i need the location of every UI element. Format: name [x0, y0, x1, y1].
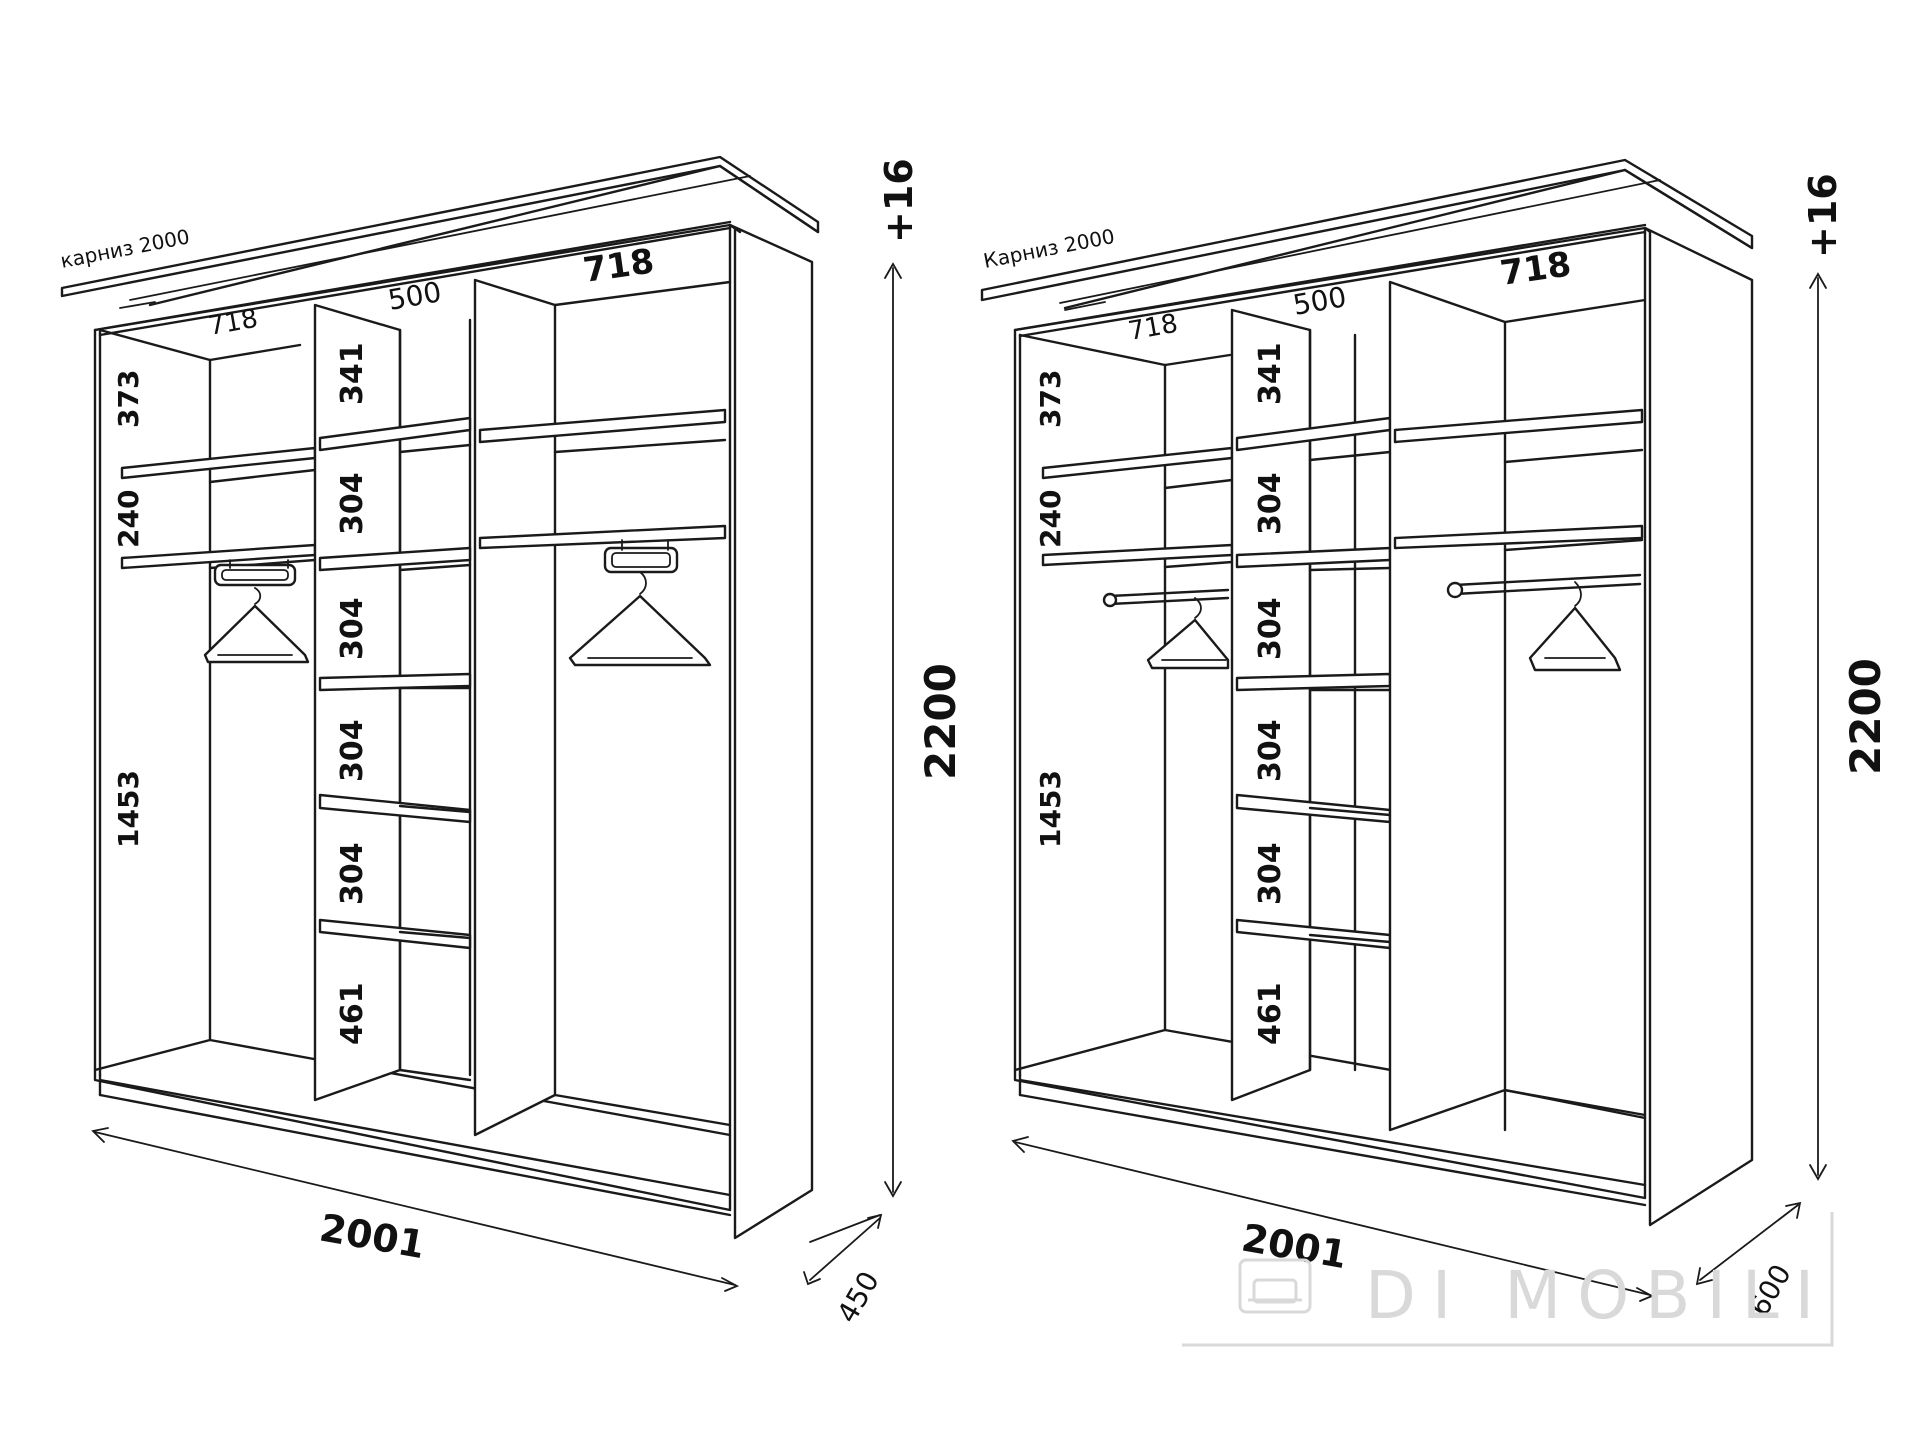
height-dimension [884, 262, 902, 1198]
height-label-1453: 1453 [112, 770, 145, 848]
left-cornice [60, 155, 820, 309]
right-left-shelves [1041, 446, 1234, 569]
left-pullout-rail-2 [603, 539, 679, 574]
height-label-240: 240 [1034, 490, 1067, 548]
height-label-304-c: 304 [335, 719, 370, 782]
width-label-3: 718 [1498, 244, 1574, 293]
height-label-304-a: 304 [335, 472, 370, 535]
height-label-341: 341 [335, 342, 370, 405]
width-label-3: 718 [581, 241, 657, 290]
height-label: 2200 [1841, 658, 1890, 775]
height-label-304-d: 304 [335, 842, 370, 905]
height-label-341: 341 [1253, 342, 1288, 405]
height-dimension [1809, 272, 1827, 1181]
width-label: 2001 [316, 1206, 428, 1268]
hanger-icon [203, 587, 310, 664]
depth-dimension [803, 1213, 883, 1286]
right-middle-shelves [1235, 328, 1392, 1072]
right-right-compartment [1393, 298, 1647, 1132]
right-carcass [1013, 223, 1754, 1227]
height-label-304-a: 304 [1253, 472, 1288, 535]
left-right-compartment [478, 280, 732, 1127]
height-label-461: 461 [335, 982, 370, 1045]
height-label-304-b: 304 [335, 597, 370, 660]
height-extra-label: +16 [877, 158, 921, 243]
right-middle-divider [1230, 308, 1312, 1102]
right-right-divider [1388, 280, 1507, 1132]
left-pullout-rail-1 [213, 559, 297, 587]
depth-label: 450 [830, 1266, 885, 1329]
hanger-icon [1528, 581, 1622, 672]
hanger-rod-left [1102, 588, 1230, 608]
right-wardrobe: Карниз 2000 718 500 718 373 240 1453 341… [980, 158, 1890, 1322]
hanger-icon [1146, 597, 1230, 670]
width-label-1: 718 [1126, 309, 1180, 347]
height-label-1453: 1453 [1034, 770, 1067, 848]
left-middle-divider [313, 303, 402, 1102]
height-label-240: 240 [112, 490, 145, 548]
height-label-304-d: 304 [1253, 842, 1288, 905]
left-wardrobe: карниз 2000 718 500 718 373 240 1453 341… [58, 155, 965, 1329]
left-carcass [93, 220, 814, 1240]
height-label-373: 373 [1034, 370, 1067, 428]
width-label: 2001 [1238, 1216, 1350, 1278]
height-extra-label: +16 [1801, 173, 1845, 258]
width-dimension [91, 1127, 740, 1292]
height-label: 2200 [916, 663, 965, 780]
width-label-2: 500 [1290, 280, 1348, 322]
height-label-373: 373 [112, 370, 145, 428]
watermark: DI MOBILI [1182, 1212, 1834, 1347]
left-middle-shelves [318, 318, 472, 1082]
height-label-461: 461 [1253, 982, 1288, 1045]
hanger-rod-right [1446, 573, 1642, 599]
sofa-logo-icon [1238, 1258, 1312, 1314]
height-label-304-c: 304 [1253, 719, 1288, 782]
watermark-text: DI MOBILI [1365, 1257, 1830, 1334]
width-dimension [1011, 1136, 1655, 1302]
cornice-label: Карниз 2000 [981, 224, 1116, 273]
height-label-304-b: 304 [1253, 597, 1288, 660]
left-right-divider [473, 278, 557, 1137]
hanger-icon [568, 571, 712, 667]
right-cornice [980, 158, 1754, 311]
left-compartment-shelves [120, 446, 317, 570]
depth-dimension [1695, 1201, 1802, 1286]
